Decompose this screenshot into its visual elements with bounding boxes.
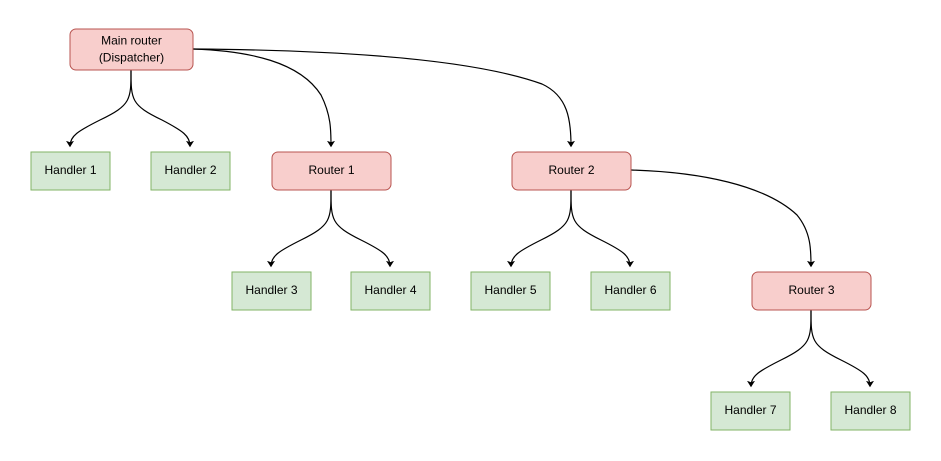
edge-main-to-handler-1 bbox=[66, 69, 132, 148]
node-handler-5[interactable]: Handler 5 bbox=[470, 271, 551, 311]
node-shape-handler-6[interactable] bbox=[590, 271, 671, 311]
node-handler-2[interactable]: Handler 2 bbox=[150, 151, 231, 191]
edge-router-3-to-handler-8 bbox=[810, 309, 874, 388]
edge-router-2-to-router-3 bbox=[630, 169, 815, 268]
node-shape-main-router[interactable] bbox=[69, 28, 194, 71]
node-shape-handler-3[interactable] bbox=[231, 271, 312, 311]
node-shape-router-2[interactable] bbox=[511, 151, 632, 191]
edge-router-3-to-handler-7 bbox=[747, 309, 812, 388]
edge-main-to-router-1 bbox=[192, 48, 335, 148]
node-router-1[interactable]: Router 1 bbox=[271, 151, 392, 191]
node-shape-handler-5[interactable] bbox=[470, 271, 551, 311]
node-shape-handler-1[interactable] bbox=[30, 151, 111, 191]
node-handler-4[interactable]: Handler 4 bbox=[350, 271, 431, 311]
node-shape-handler-7[interactable] bbox=[710, 391, 791, 431]
edge-main-to-router-2 bbox=[192, 48, 575, 148]
node-shape-handler-8[interactable] bbox=[830, 391, 911, 431]
edge-router-2-to-handler-6 bbox=[570, 189, 634, 268]
edge-router-2-to-handler-5 bbox=[507, 189, 572, 268]
edge-router-1-to-handler-3 bbox=[267, 189, 332, 268]
node-handler-7[interactable]: Handler 7 bbox=[710, 391, 791, 431]
edge-router-1-to-handler-4 bbox=[330, 189, 394, 268]
node-shape-router-1[interactable] bbox=[271, 151, 392, 191]
nodes-layer: Main router(Dispatcher) Handler 1 Handler … bbox=[30, 28, 911, 431]
node-handler-3[interactable]: Handler 3 bbox=[231, 271, 312, 311]
edges-layer bbox=[66, 48, 874, 388]
node-shape-router-3[interactable] bbox=[751, 271, 872, 311]
node-router-3[interactable]: Router 3 bbox=[751, 271, 872, 311]
node-handler-1[interactable]: Handler 1 bbox=[30, 151, 111, 191]
node-handler-6[interactable]: Handler 6 bbox=[590, 271, 671, 311]
node-router-2[interactable]: Router 2 bbox=[511, 151, 632, 191]
node-shape-handler-4[interactable] bbox=[350, 271, 431, 311]
edge-main-to-handler-2 bbox=[130, 69, 194, 148]
node-main-router[interactable]: Main router(Dispatcher) bbox=[69, 28, 194, 71]
node-shape-handler-2[interactable] bbox=[150, 151, 231, 191]
node-handler-8[interactable]: Handler 8 bbox=[830, 391, 911, 431]
